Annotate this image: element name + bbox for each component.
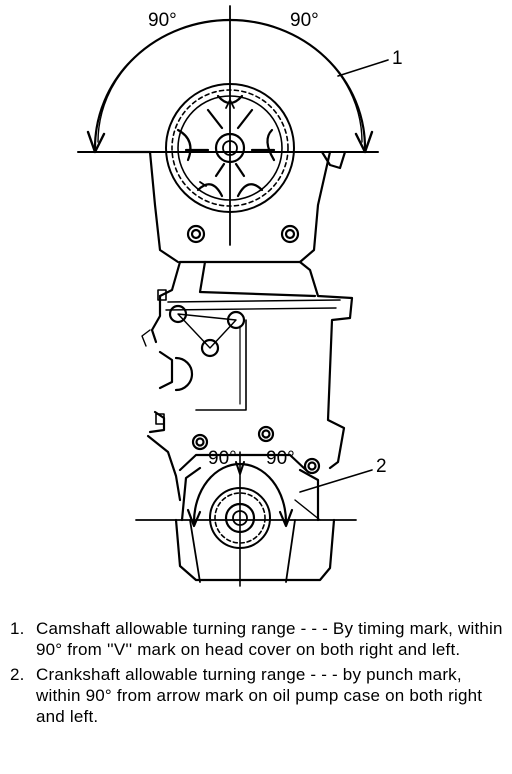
crankshaft-range-arc [186,461,294,528]
note-item-camshaft: 1. Camshaft allowable turning range - - … [10,618,506,660]
callout-1-leader [337,59,389,77]
block-bolts [191,425,321,475]
callout-1-label: 1 [392,48,403,69]
oil-pump-case-outline [135,451,357,587]
crankshaft-sprocket [209,487,271,549]
callout-2-leader [299,469,373,493]
note-text: Camshaft allowable turning range - - - B… [36,619,503,659]
crank-angle-right-label: 90° [266,448,295,469]
note-number: 1. [10,619,25,638]
engine-timing-diagram: 90° 90° 1 [77,5,403,587]
head-bolts [186,224,300,244]
note-text: Crankshaft allowable turning range - - -… [36,665,483,726]
camshaft-sprocket [165,83,295,213]
cylinder-head-outline [118,150,347,264]
cam-angle-left-label: 90° [148,10,177,31]
note-number: 2. [10,665,25,684]
note-item-crankshaft: 2. Crankshaft allowable turning range - … [10,664,506,727]
cam-angle-right-label: 90° [290,10,319,31]
cylinder-block-outline [141,260,354,502]
crank-angle-left-label: 90° [208,448,237,469]
callout-2-label: 2 [376,456,387,477]
notes-list: 1. Camshaft allowable turning range - - … [10,618,506,731]
